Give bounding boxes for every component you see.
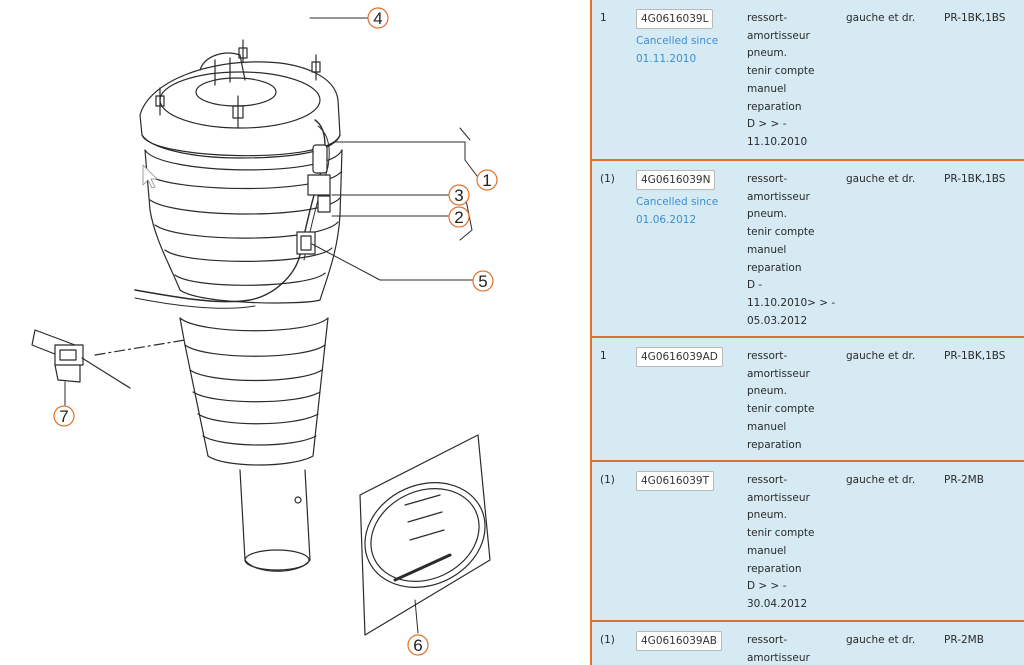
svg-text:7: 7 bbox=[59, 407, 68, 426]
pr-code: PR-1BK,1BS bbox=[944, 12, 1006, 24]
callout-7: 7 bbox=[53, 405, 75, 427]
pr-code: PR-1BK,1BS bbox=[944, 173, 1006, 185]
callout-2: 2 bbox=[448, 206, 470, 228]
cancelled-status: Cancelled since 01.06.2012 bbox=[636, 196, 719, 226]
pr-code: PR-2MB bbox=[944, 474, 984, 486]
part-description: ressort- amortisseur pneum. tenir compte… bbox=[747, 173, 836, 327]
quantity: 1 bbox=[600, 12, 607, 24]
air-strut-illustration: 4 1 3 2 5 7 6 bbox=[31, 7, 498, 656]
leader-lines bbox=[64, 17, 481, 634]
part-row[interactable]: (1) 4G0616039T ressort- amortisseur pneu… bbox=[590, 460, 1024, 621]
quantity: (1) bbox=[600, 173, 615, 185]
callout-5: 5 bbox=[472, 270, 494, 292]
part-row[interactable]: 1 4G0616039AD ressort- amortisseur pneum… bbox=[590, 336, 1024, 461]
svg-text:6: 6 bbox=[413, 636, 422, 655]
part-description: ressort- amortisseur pneum. tenir compte… bbox=[747, 12, 815, 148]
part-number-field[interactable]: 4G0616039AB bbox=[636, 631, 722, 651]
part-row[interactable]: 1 4G0616039L Cancelled since 01.11.2010 … bbox=[590, 0, 1024, 160]
svg-text:4: 4 bbox=[373, 9, 382, 28]
callout-4: 4 bbox=[367, 7, 389, 29]
side-position: gauche et dr. bbox=[846, 12, 916, 24]
pr-code: PR-1BK,1BS bbox=[944, 350, 1006, 362]
part-row[interactable]: (1) 4G0616039AB ressort- amortisseur gau… bbox=[590, 620, 1024, 665]
svg-text:1: 1 bbox=[482, 171, 491, 190]
callout-6: 6 bbox=[407, 634, 429, 656]
part-number-field[interactable]: 4G0616039N bbox=[636, 170, 716, 190]
part-description: ressort- amortisseur bbox=[747, 634, 810, 664]
part-number-field[interactable]: 4G0616039AD bbox=[636, 347, 723, 367]
repair-kit-bag bbox=[359, 434, 491, 636]
side-position: gauche et dr. bbox=[846, 350, 916, 362]
part-number-field[interactable]: 4G0616039T bbox=[636, 471, 714, 491]
side-position: gauche et dr. bbox=[846, 634, 916, 646]
exploded-parts-diagram: 4 1 3 2 5 7 6 bbox=[31, 7, 498, 656]
cancelled-status: Cancelled since 01.11.2010 bbox=[636, 35, 719, 65]
side-position: gauche et dr. bbox=[846, 474, 916, 486]
svg-text:2: 2 bbox=[454, 208, 463, 227]
side-position: gauche et dr. bbox=[846, 173, 916, 185]
damper-body bbox=[179, 317, 329, 572]
svg-text:3: 3 bbox=[454, 186, 463, 205]
parts-list-panel: 1 4G0616039L Cancelled since 01.11.2010 … bbox=[588, 0, 1024, 665]
cable-bracket bbox=[31, 329, 186, 389]
svg-text:5: 5 bbox=[478, 272, 487, 291]
callout-1: 1 bbox=[476, 169, 498, 191]
pr-code: PR-2MB bbox=[944, 634, 984, 646]
air-spring-body bbox=[134, 39, 343, 309]
part-description: ressort- amortisseur pneum. tenir compte… bbox=[747, 350, 815, 451]
quantity: 1 bbox=[600, 350, 607, 362]
mouse-cursor-icon bbox=[142, 164, 158, 189]
quantity: (1) bbox=[600, 634, 615, 646]
callout-3: 3 bbox=[448, 184, 470, 206]
part-description: ressort- amortisseur pneum. tenir compte… bbox=[747, 474, 815, 610]
quantity: (1) bbox=[600, 474, 615, 486]
part-number-field[interactable]: 4G0616039L bbox=[636, 9, 714, 29]
part-row[interactable]: (1) 4G0616039N Cancelled since 01.06.201… bbox=[590, 159, 1024, 337]
